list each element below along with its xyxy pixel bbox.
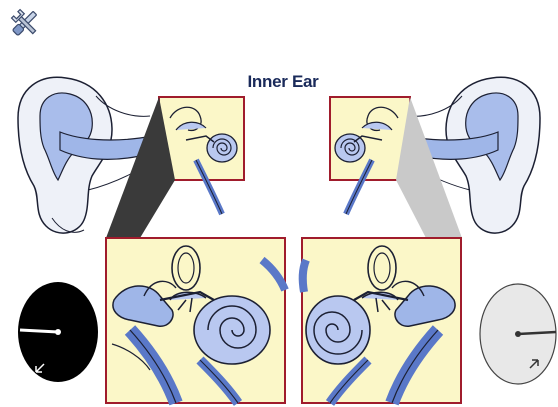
diagram-title: Inner Ear xyxy=(238,72,328,92)
wrench-screwdriver-icon xyxy=(8,6,42,40)
tools-icon[interactable] xyxy=(8,6,42,40)
right-volume-dial[interactable] xyxy=(480,284,556,384)
left-inner-ear-thumbnail xyxy=(159,97,244,214)
right-inner-ear-thumbnail xyxy=(330,97,410,214)
left-inner-ear-zoom xyxy=(106,238,285,403)
right-inner-ear-zoom xyxy=(302,238,461,403)
left-volume-dial[interactable] xyxy=(18,282,98,382)
